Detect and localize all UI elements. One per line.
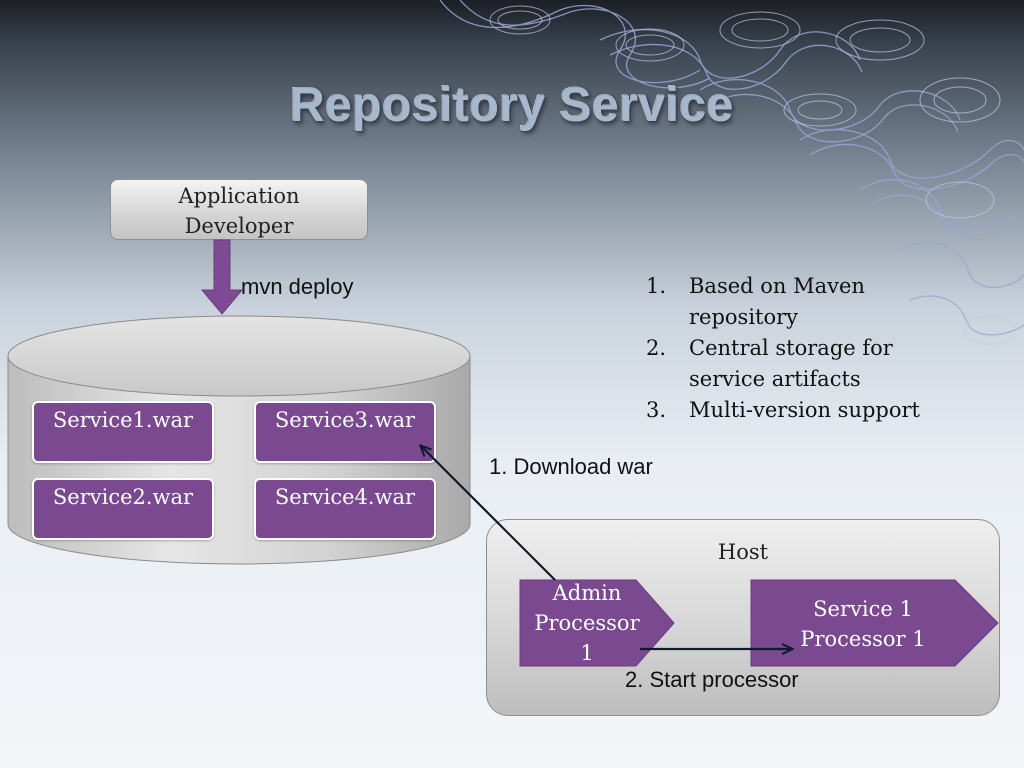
feature-text-line1: Based on Maven	[689, 274, 865, 298]
feature-list: 1. Based on Maven repository 2. Central …	[646, 271, 976, 426]
feature-text: Central storage for service artifacts	[689, 333, 893, 395]
developer-box-line2: Developer	[184, 214, 294, 238]
feature-number: 3.	[646, 398, 667, 422]
feature-item: 3. Multi-version support	[646, 395, 976, 426]
admin-processor-label: Admin Processor 1	[520, 578, 654, 668]
feature-text-line1: Central storage for	[689, 336, 893, 360]
feature-text-line2: service artifacts	[689, 367, 861, 391]
feature-text: Based on Maven repository	[689, 271, 865, 333]
service-processor-label: Service 1 Processor 1	[770, 594, 956, 654]
war-file-service3: Service3.war	[254, 401, 436, 463]
feature-number: 2.	[646, 336, 667, 360]
war-file-service4: Service4.war	[254, 478, 436, 540]
service-processor-line1: Service 1	[813, 597, 913, 621]
feature-text: Multi-version support	[689, 398, 920, 422]
feature-item: 1. Based on Maven repository	[646, 271, 976, 333]
admin-processor-line3: 1	[580, 641, 594, 665]
service-processor-line2: Processor 1	[800, 627, 926, 651]
host-label: Host	[717, 540, 769, 564]
deploy-arrow	[200, 239, 244, 315]
feature-item: 2. Central storage for service artifacts	[646, 333, 976, 395]
slide-title: Repository Service	[290, 79, 734, 132]
war-file-service1: Service1.war	[32, 401, 214, 463]
feature-text-line2: repository	[689, 305, 799, 329]
admin-processor-line2: Processor	[534, 611, 640, 635]
start-processor-label: 2. Start processor	[625, 667, 799, 692]
download-war-label: 1. Download war	[489, 454, 653, 479]
developer-box-line1: Application	[178, 184, 300, 208]
mvn-deploy-label: mvn deploy	[241, 274, 354, 299]
war-file-service2: Service2.war	[32, 478, 214, 540]
feature-number: 1.	[646, 274, 667, 298]
admin-processor-line1: Admin	[552, 581, 622, 605]
application-developer-box: Application Developer	[110, 179, 368, 240]
